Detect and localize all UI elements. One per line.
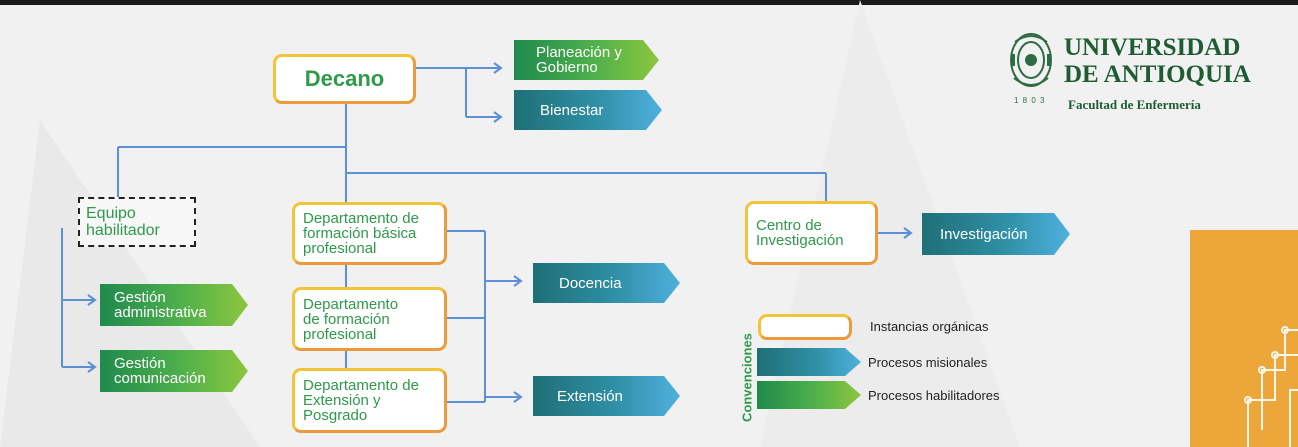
- process-label: Docencia: [559, 274, 622, 292]
- research-center-label: Investigación: [756, 232, 844, 249]
- process-investigacion: Investigación: [922, 213, 1070, 255]
- legend-swatch-organic: [758, 314, 852, 340]
- department-label: profesional: [303, 240, 377, 257]
- process-docencia: Docencia: [533, 263, 680, 303]
- process-bienestar: Bienestar: [514, 90, 662, 130]
- process-label: Gobierno: [536, 59, 598, 76]
- process-label: Investigación: [940, 225, 1028, 243]
- process-gestion-comunicacion: Gestión comunicación: [100, 350, 248, 392]
- research-center-label: Centro de: [756, 217, 822, 234]
- department-professional-training: Departamento de formación profesional: [292, 287, 447, 351]
- department-label: de formación: [303, 310, 390, 328]
- dean-label: Decano: [304, 66, 385, 91]
- university-name-line2: DE ANTIOQUIA: [1064, 61, 1251, 88]
- process-planeacion-gobierno: Planeación y Gobierno: [514, 40, 659, 80]
- department-label: profesional: [303, 325, 377, 343]
- process-label: administrativa: [114, 304, 207, 321]
- legend-label-missional: Procesos misionales: [868, 355, 988, 370]
- enabling-team-label: habilitador: [86, 222, 160, 239]
- enabling-team-node: Equipo habilitador: [78, 197, 196, 247]
- process-extension: Extensión: [533, 376, 680, 416]
- legend-label-organic: Instancias orgánicas: [870, 319, 989, 334]
- process-label: comunicación: [114, 370, 206, 387]
- department-extension-postgrad: Departamento de Extensión y Posgrado: [292, 368, 447, 433]
- process-label: Gestión: [114, 289, 166, 306]
- legend-swatch-enabling: [757, 381, 861, 409]
- department-label: Departamento de: [303, 377, 419, 394]
- department-basic-training: Departamento de formación básica profesi…: [292, 202, 447, 265]
- department-label: formación básica: [303, 225, 417, 242]
- process-label: Bienestar: [540, 101, 604, 119]
- university-name-line1: UNIVERSIDAD: [1064, 34, 1241, 61]
- enabling-team-label: Equipo: [86, 205, 136, 222]
- top-border: [0, 0, 1298, 5]
- process-label: Extensión: [557, 387, 623, 405]
- process-label: Planeación y: [536, 44, 622, 61]
- department-label: Departamento: [303, 295, 399, 313]
- circuit-decoration: [1244, 326, 1298, 447]
- university-seal-logo: [1010, 33, 1052, 87]
- department-label: Extensión y: [303, 392, 381, 409]
- process-label: Gestión: [114, 355, 166, 372]
- department-label: Posgrado: [303, 407, 368, 424]
- legend-label-enabling: Procesos habilitadores: [868, 388, 1000, 403]
- process-gestion-administrativa: Gestión administrativa: [100, 284, 248, 326]
- department-label: Departamento de: [303, 210, 419, 227]
- orange-panel: [1190, 230, 1298, 447]
- legend-title: Convenciones: [739, 333, 755, 422]
- seal-year: 1 8 0 3: [1014, 96, 1046, 105]
- legend-swatch-missional: [757, 348, 861, 376]
- research-center-node: Centro de Investigación: [745, 201, 878, 265]
- faculty-name: Facultad de Enfermería: [1068, 97, 1201, 112]
- dean-node: Decano: [273, 54, 416, 104]
- university-name: UNIVERSIDAD DE ANTIOQUIA: [1064, 34, 1251, 88]
